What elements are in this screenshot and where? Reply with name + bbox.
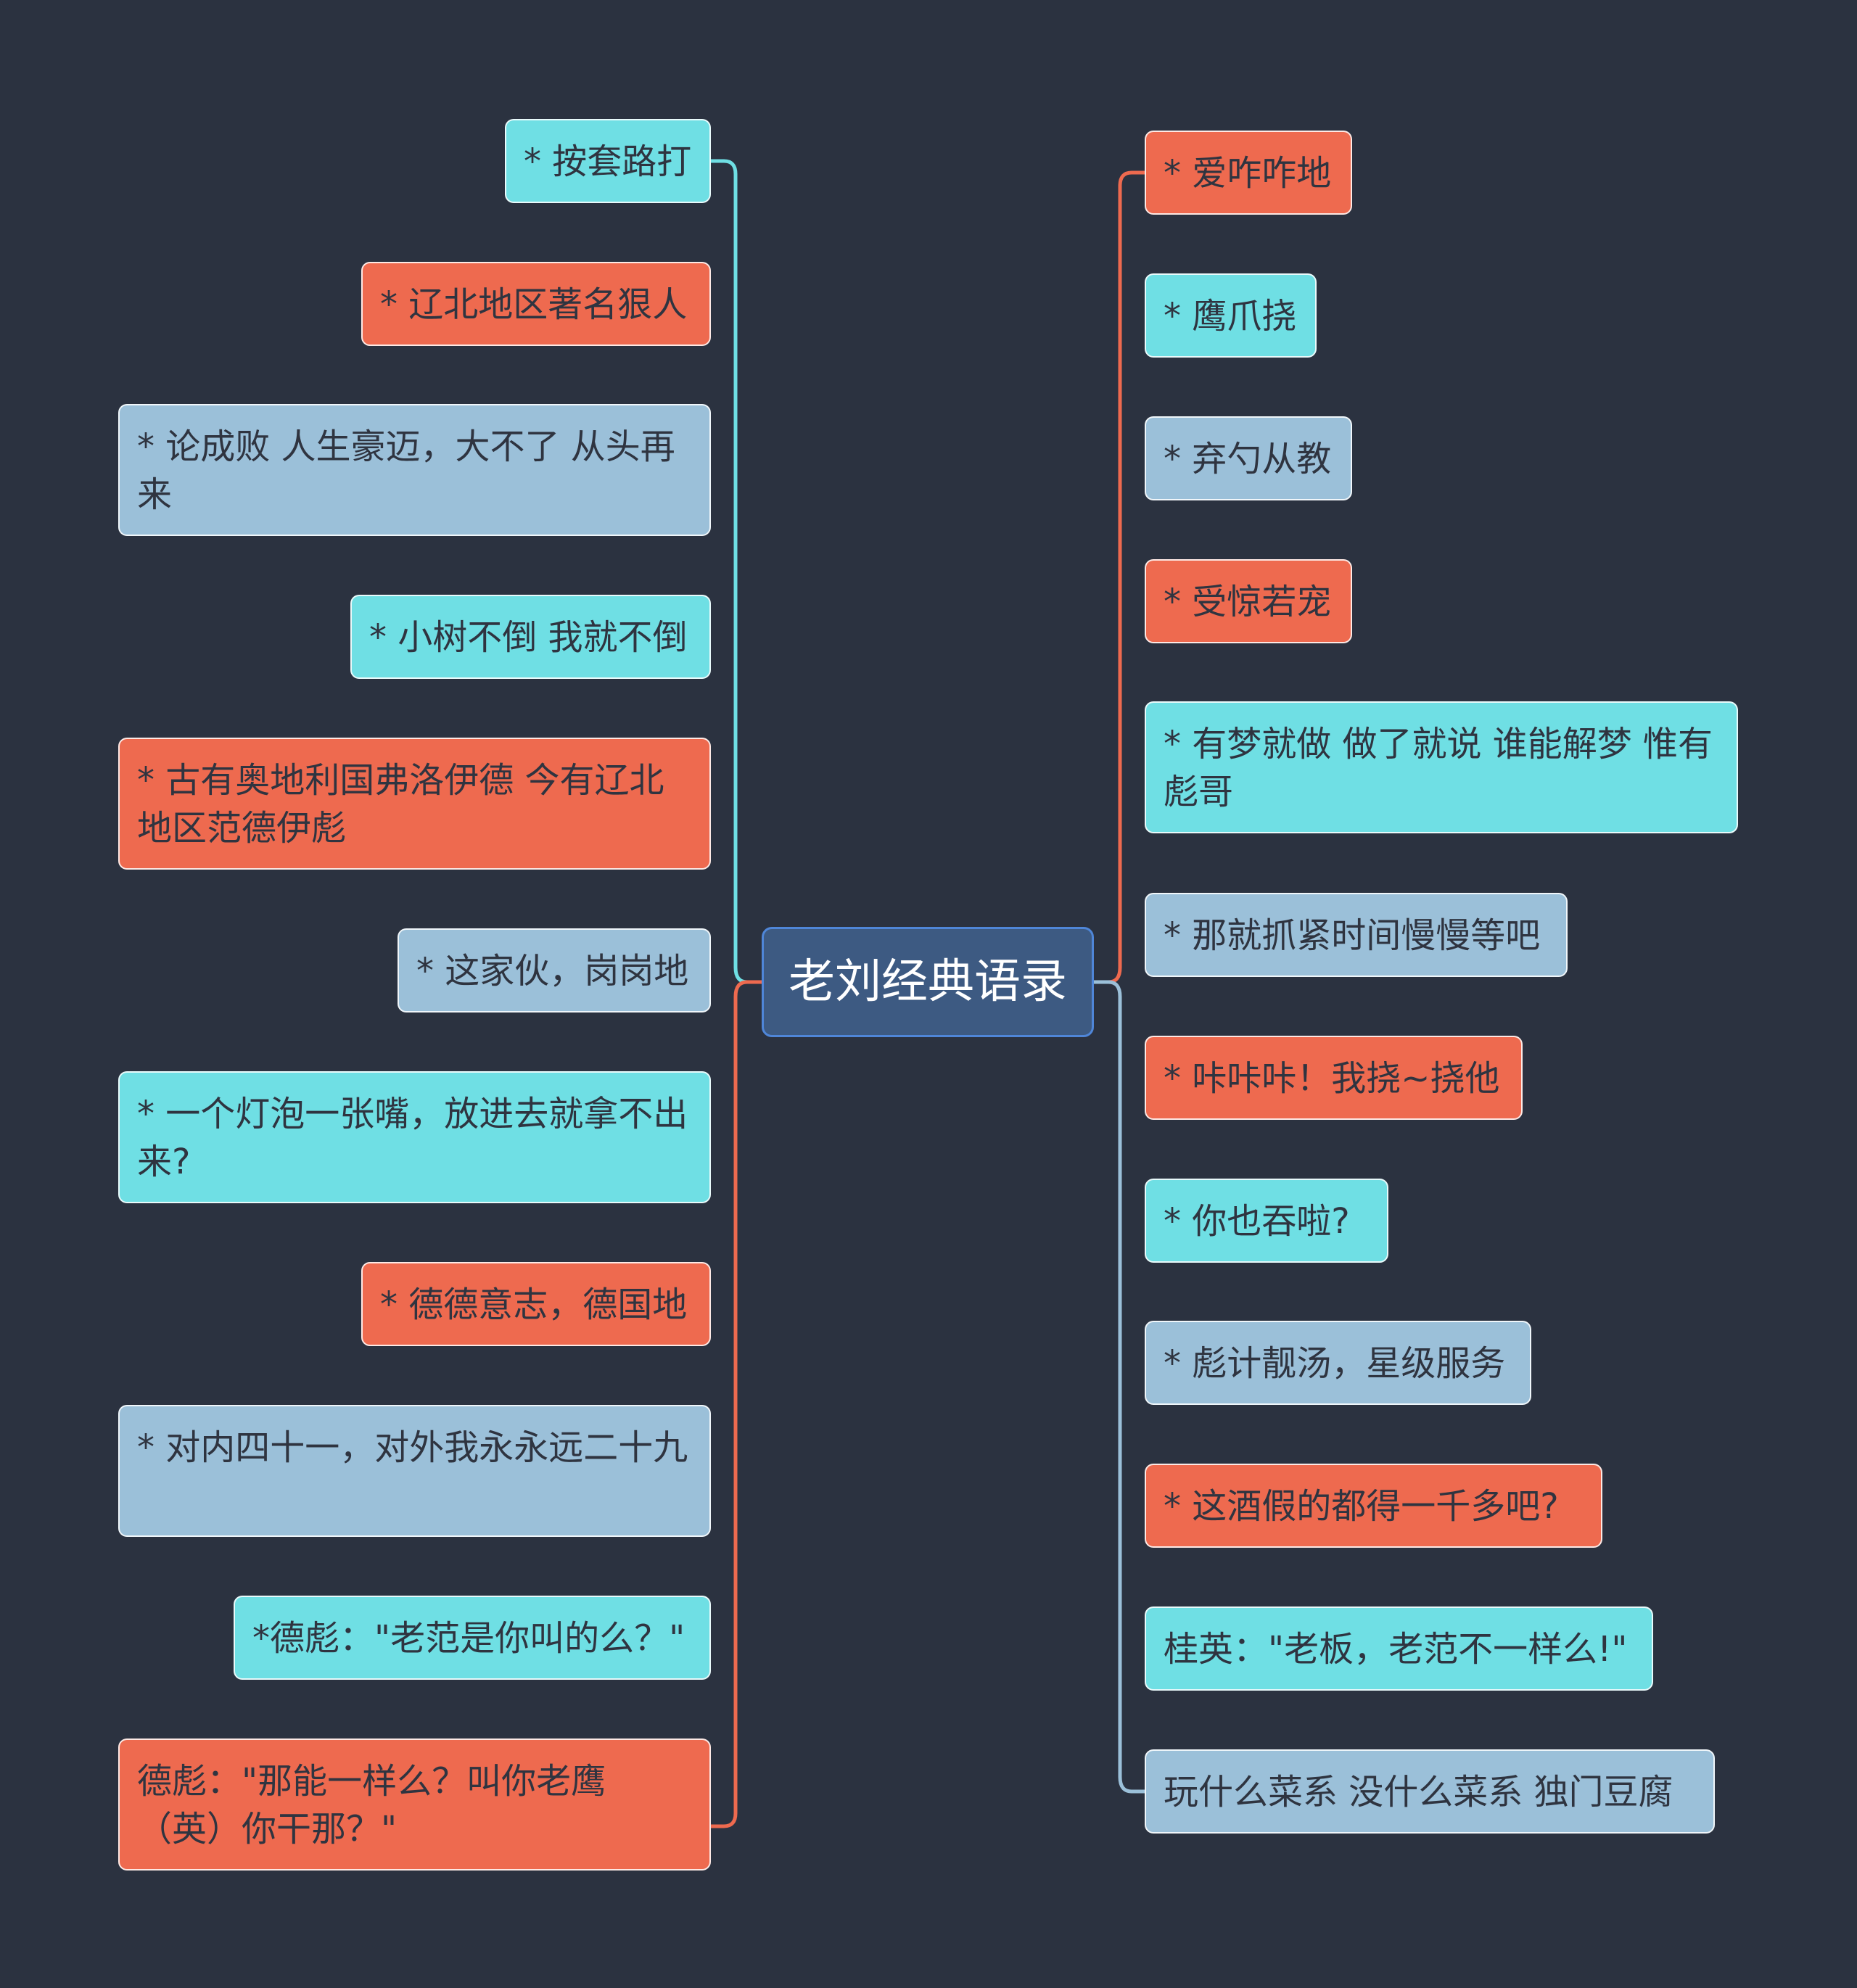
node-right-upper-6[interactable]: * 那就抓紧时间慢慢等吧: [1145, 893, 1568, 977]
node-right-upper-3[interactable]: * 弃勺从教: [1145, 416, 1352, 500]
node-right-lower-5[interactable]: 桂英："老板，老范不一样么!": [1145, 1607, 1653, 1691]
node-right-lower-2[interactable]: * 你也吞啦?: [1145, 1179, 1388, 1263]
node-left-upper-4[interactable]: * 小树不倒 我就不倒: [350, 595, 711, 679]
node-left-lower-3[interactable]: * 对内四十一，对外我永永远二十九: [118, 1405, 711, 1537]
node-right-lower-6[interactable]: 玩什么菜系 没什么菜系 独门豆腐: [1145, 1749, 1715, 1834]
node-left-lower-4[interactable]: *德彪："老范是你叫的么？": [234, 1596, 711, 1680]
node-right-upper-4[interactable]: * 受惊若宠: [1145, 559, 1352, 643]
node-left-upper-5[interactable]: * 古有奥地利国弗洛伊德 今有辽北地区范德伊彪: [118, 738, 711, 870]
node-right-lower-4[interactable]: * 这酒假的都得一千多吧?: [1145, 1464, 1602, 1548]
node-right-lower-3[interactable]: * 彪计靓汤，星级服务: [1145, 1321, 1531, 1405]
node-right-lower-1[interactable]: * 咔咔咔！我挠~挠他: [1145, 1036, 1523, 1120]
connector-right-lower: [1092, 980, 1145, 1794]
node-left-upper-3[interactable]: * 论成败 人生豪迈，大不了 从头再来: [118, 404, 711, 536]
node-left-lower-2[interactable]: * 德德意志，德国地: [361, 1262, 711, 1346]
node-left-upper-2[interactable]: * 辽北地区著名狠人: [361, 262, 711, 346]
node-left-lower-5[interactable]: 德彪："那能一样么？叫你老鹰（英）你干那？": [118, 1739, 711, 1871]
node-left-lower-1[interactable]: * 一个灯泡一张嘴，放进去就拿不出来?: [118, 1071, 711, 1203]
node-left-upper-1[interactable]: * 按套路打: [505, 119, 711, 203]
connector-left-lower: [711, 980, 763, 1828]
connector-left-upper: [711, 159, 763, 984]
connector-right-upper: [1092, 170, 1145, 984]
node-left-upper-6[interactable]: * 这家伙，岗岗地: [398, 928, 711, 1012]
central-topic[interactable]: 老刘经典语录: [762, 927, 1094, 1037]
node-right-upper-2[interactable]: * 鹰爪挠: [1145, 273, 1317, 358]
node-right-upper-1[interactable]: * 爱咋咋地: [1145, 131, 1352, 215]
node-right-upper-5[interactable]: * 有梦就做 做了就说 谁能解梦 惟有彪哥: [1145, 701, 1738, 833]
